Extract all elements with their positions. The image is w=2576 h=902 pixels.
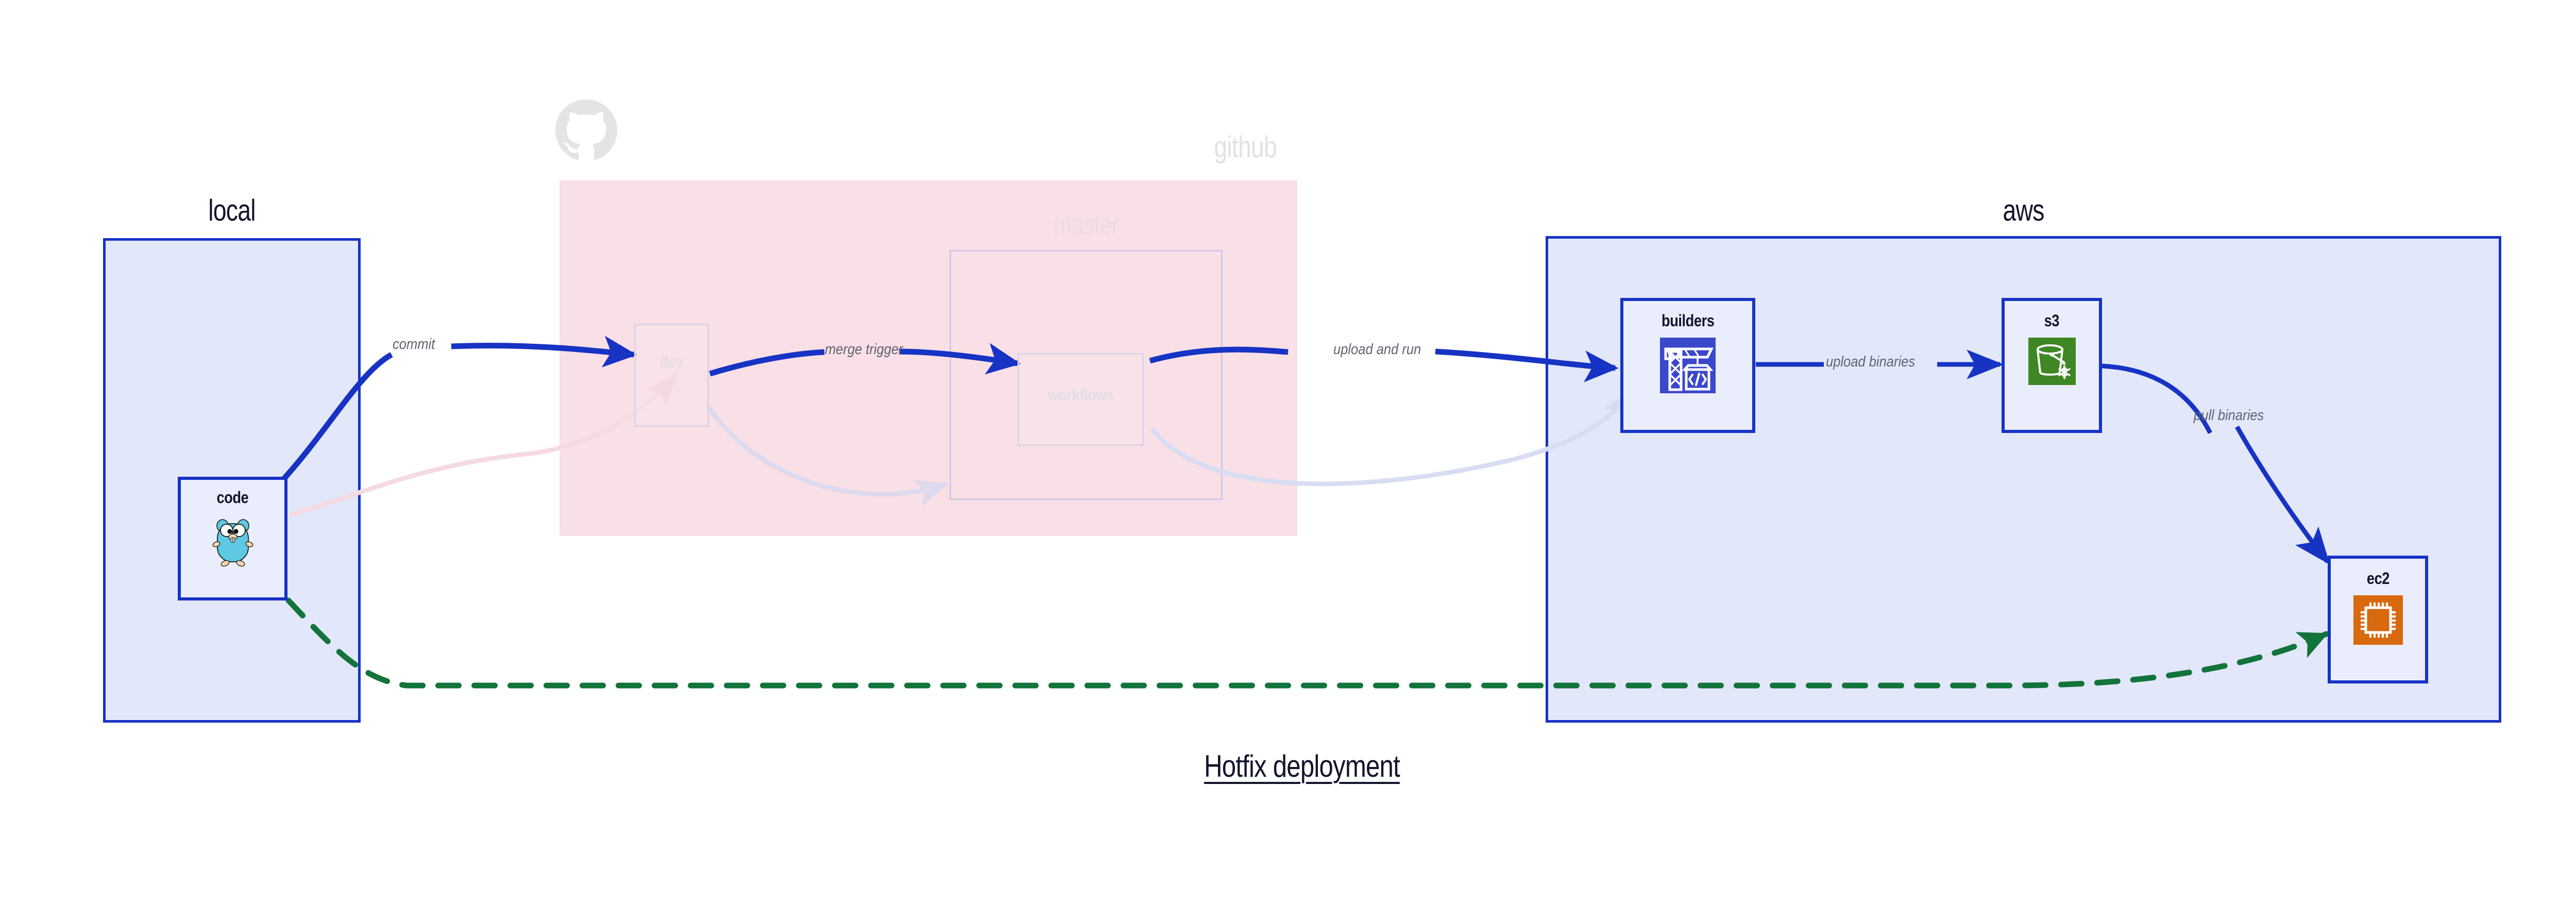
node-code[interactable]: code	[178, 477, 287, 600]
node-label-workflows: workflows	[1047, 386, 1114, 404]
group-title-aws: aws	[2003, 194, 2044, 227]
node-s3[interactable]: s3	[2002, 298, 2102, 433]
node-label-s3: s3	[2044, 311, 2060, 330]
aws-ec2-chip-icon	[2353, 595, 2403, 647]
node-dev[interactable]: dev	[634, 324, 709, 427]
node-label-ec2: ec2	[2366, 569, 2389, 588]
edge-label-upload-binaries: upload binaries	[1826, 354, 1916, 370]
github-octocat-icon	[555, 99, 617, 160]
node-workflows[interactable]: workflows	[1018, 353, 1144, 446]
group-title-local: local	[208, 194, 256, 227]
node-ec2[interactable]: ec2	[2328, 556, 2428, 683]
go-gopher-icon	[209, 514, 257, 571]
edge-label-upload-and-run: upload and run	[1333, 341, 1421, 358]
aws-s3-bucket-icon	[2028, 338, 2076, 388]
figure-caption: Hotfix deployment	[1204, 749, 1400, 783]
group-title-master: master	[1053, 209, 1119, 240]
edge-label-merge-trigger: merge trigger	[825, 341, 903, 358]
group-title-github: github	[1214, 130, 1277, 164]
node-label-builders: builders	[1661, 311, 1715, 330]
node-label-dev: dev	[659, 352, 684, 371]
aws-codebuild-icon	[1660, 338, 1716, 396]
edge-label-commit: commit	[393, 336, 435, 353]
node-builders[interactable]: builders	[1620, 298, 1755, 433]
node-label-code: code	[216, 488, 249, 507]
edge-label-pull-binaries: pull binaries	[2194, 407, 2264, 424]
